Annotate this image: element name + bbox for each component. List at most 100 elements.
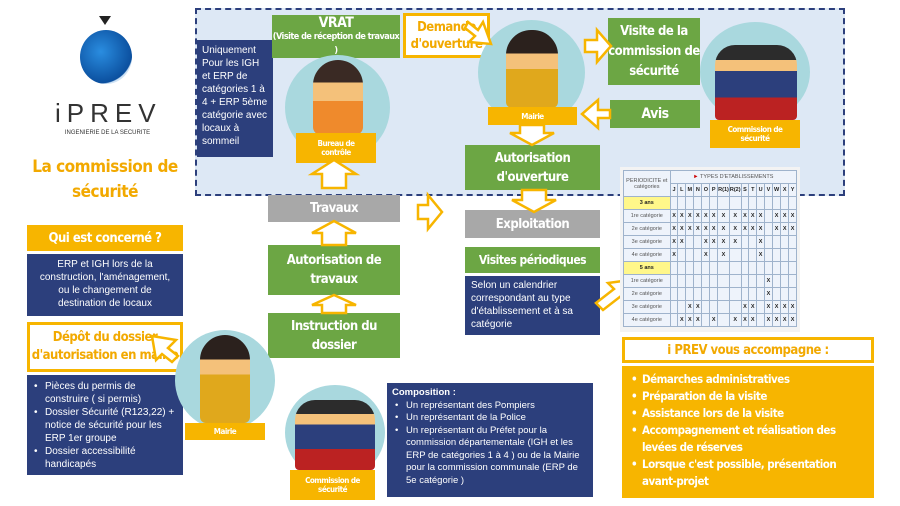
table-cell [677,287,687,301]
table-cell: X [669,248,679,262]
table-cell: X [709,313,719,327]
category-label: 1re catégorie [623,209,671,223]
table-cell: X [740,300,750,314]
table-cell: X [771,209,782,223]
table-cell [677,300,687,314]
table-cell: X [693,209,703,223]
table-cell [709,248,719,262]
table-cell: X [756,235,766,249]
category-label: 3e catégorie [623,300,671,314]
mairie-label-bottom: Mairie [185,423,265,440]
column-header: R(1) [717,183,730,197]
table-cell [685,274,695,288]
table-cell: X [728,313,742,327]
table-cell: X [728,222,742,236]
table-cell [771,287,782,301]
table-cell [685,248,695,262]
types-title: TYPES D'ETABLISSEMENTS [700,174,774,180]
table-cell [717,313,730,327]
periodicity-table: PERIODICITE et catégories► TYPES D'ETABL… [623,170,798,327]
table-cell: X [740,222,750,236]
table-cell: X [771,313,782,327]
category-label: 4e catégorie [623,313,671,327]
depot-title: Dépôt du dossier d'autorisation en mairi… [27,322,183,372]
table-cell [728,300,742,314]
category-label: 4e catégorie [623,248,671,262]
table-cell: X [717,222,730,236]
column-header: V [764,183,773,197]
table-cell: X [701,235,711,249]
arrow-up-icon [311,293,357,315]
table-cell [740,248,750,262]
table-cell [728,248,742,262]
table-cell [693,274,703,288]
autorisation-travaux: Autorisation de travaux [268,245,400,295]
table-cell [693,248,703,262]
table-cell [709,300,719,314]
column-header: P [709,183,719,197]
column-header: X [780,183,790,197]
table-cell [780,235,790,249]
table-cell: X [771,222,782,236]
table-cell: X [693,300,703,314]
depot-item: Dossier Sécurité (R123,22) + notice de s… [31,406,179,445]
table-cell [701,313,711,327]
table-cell: X [677,235,687,249]
column-header: O [701,183,711,197]
table-cell [771,235,782,249]
accompagne-item: Démarches administratives [628,371,868,388]
table-cell: X [685,222,695,236]
table-cell: X [709,209,719,223]
table-cell: X [677,222,687,236]
table-cell: X [669,235,679,249]
table-cell [748,248,758,262]
table-cell [717,287,730,301]
accompagne-title: i PREV vous accompagne : [622,337,874,363]
column-header: T [748,183,758,197]
depot-item: Dossier accessibilité handicapés [31,445,179,471]
table-cell [764,248,773,262]
table-cell [669,274,679,288]
depot-item: Pièces du permis de construire ( si perm… [31,380,179,406]
table-cell [788,274,797,288]
logo-triangle-icon [99,16,111,25]
page-title: La commission de sécurité [32,157,178,202]
table-cell [780,248,790,262]
table-cell: X [701,222,711,236]
table-cell: X [780,209,790,223]
vrat-box: VRAT (Visite de réception de travaux ) [272,15,400,58]
exploitation-box: Exploitation [465,210,600,238]
table-cell [748,235,758,249]
table-cell: X [677,313,687,327]
table-cell [771,274,782,288]
table-cell [788,287,797,301]
table-cell: X [717,248,730,262]
table-cell [677,274,687,288]
table-cell [771,248,782,262]
autorisation-ouverture: Autorisation d'ouverture [465,145,600,190]
table-cell [780,274,790,288]
table-cell [669,300,679,314]
table-cell [701,274,711,288]
table-cell: X [669,222,679,236]
table-cell: X [701,209,711,223]
table-cell [677,248,687,262]
table-cell: X [764,287,773,301]
accompagne-item: Assistance lors de la visite [628,405,868,422]
column-header: Y [788,183,797,197]
accompagne-item: Accompagnement et réalisation des levées… [628,422,868,456]
table-cell [764,222,773,236]
accompagne-item: Préparation de la visite [628,388,868,405]
accompagne-list: Démarches administrativesPréparation de … [622,366,874,498]
table-cell [728,287,742,301]
periodicity-table-wrap: PERIODICITE et catégories► TYPES D'ETABL… [620,167,800,332]
table-cell: X [788,222,797,236]
table-cell [709,287,719,301]
